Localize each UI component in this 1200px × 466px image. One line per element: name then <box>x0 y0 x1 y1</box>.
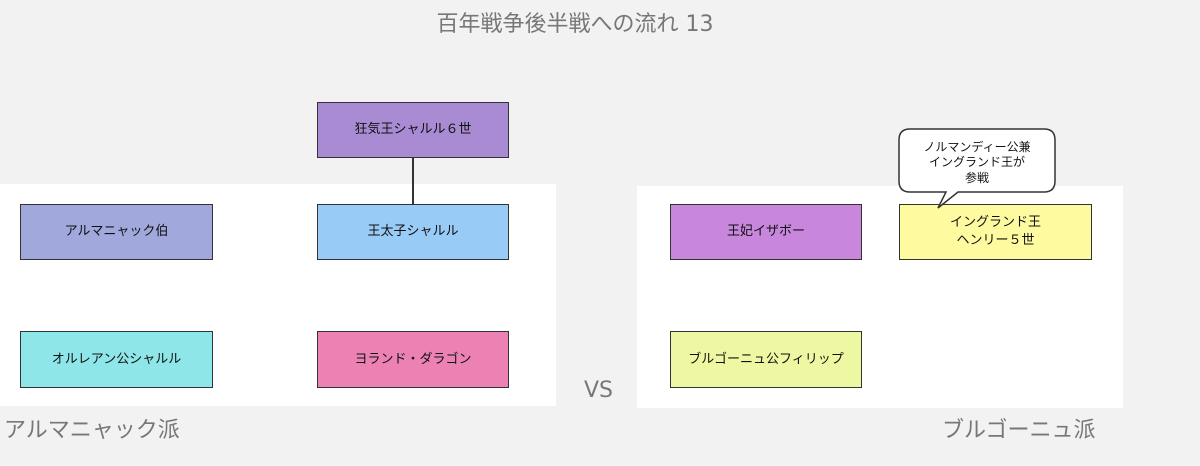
versus-label: VS <box>584 378 614 403</box>
node-king-henry-v[interactable]: イングランド王 ヘンリー５世 <box>899 204 1092 260</box>
node-queen-isabeau[interactable]: 王妃イザボー <box>670 204 862 260</box>
node-count-of-armagnac[interactable]: アルマニャック伯 <box>20 204 213 260</box>
node-mad-king-charles-vi[interactable]: 狂気王シャルル６世 <box>317 102 509 158</box>
speech-bubble-callout: ノルマンディー公兼 イングランド王が 参戦 <box>898 128 1058 216</box>
diagram-title: 百年戦争後半戦への流れ 13 <box>436 12 714 37</box>
node-yolande-of-aragon[interactable]: ヨランド・ダラゴン <box>317 331 509 388</box>
connector-mad-king-dauphin <box>412 158 414 204</box>
speech-bubble-shape <box>898 128 1056 209</box>
burgundy-faction-label: ブルゴーニュ派 <box>942 418 1096 443</box>
callout-text: ノルマンディー公兼 イングランド王が 参戦 <box>923 139 1031 185</box>
armagnac-faction-label: アルマニャック派 <box>4 418 180 443</box>
node-duke-of-burgundy-philippe[interactable]: ブルゴーニュ公フィリップ <box>670 331 862 388</box>
node-duke-of-orleans-charles[interactable]: オルレアン公シャルル <box>20 331 213 388</box>
node-dauphin-charles[interactable]: 王太子シャルル <box>317 204 509 260</box>
